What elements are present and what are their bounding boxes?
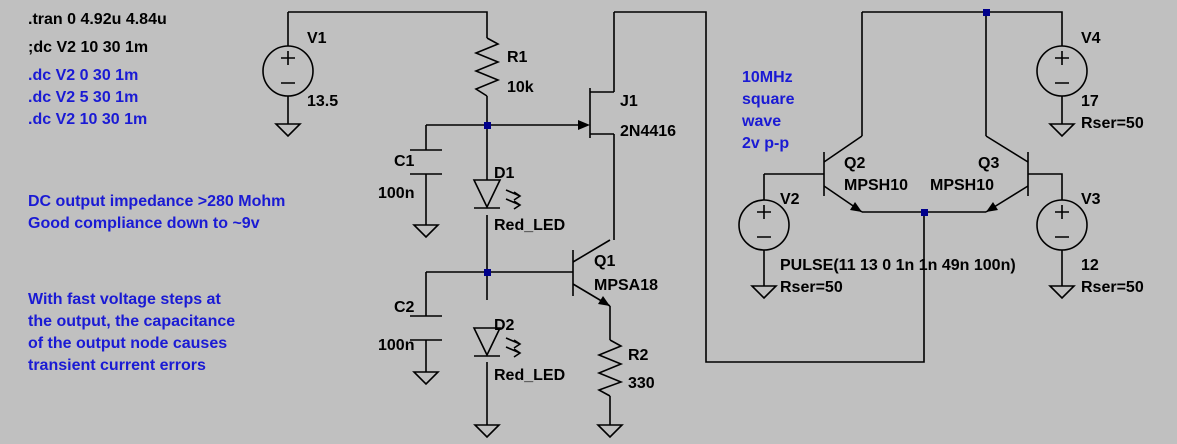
c1-value: 100n — [378, 185, 414, 202]
impedance-note-line[interactable]: DC output impedance >280 Mohm — [28, 193, 285, 210]
voltage-source-v1[interactable] — [262, 45, 314, 97]
r2-value: 330 — [628, 375, 655, 392]
v2-name: V2 — [780, 191, 800, 208]
r2-name: R2 — [628, 347, 649, 364]
dc-directive-commented[interactable]: ;dc V2 10 30 1m — [28, 39, 148, 56]
j1-value: 2N4416 — [620, 123, 676, 140]
c2-name: C2 — [394, 299, 415, 316]
ground-symbol — [274, 123, 302, 138]
ground-symbol — [412, 224, 440, 239]
v4-rser: Rser=50 — [1081, 115, 1144, 132]
dc-directive-line[interactable]: .dc V2 10 30 1m — [28, 111, 147, 128]
capacitor-c1[interactable] — [410, 149, 442, 175]
d1-value: Red_LED — [494, 217, 565, 234]
ground-symbol — [1048, 123, 1076, 138]
d1-name: D1 — [494, 165, 515, 182]
pulse-note-line[interactable]: 10MHz — [742, 69, 793, 86]
junction-dot — [484, 269, 491, 276]
junction-dot — [983, 9, 990, 16]
transistor-q1[interactable] — [572, 239, 611, 307]
q3-name: Q3 — [978, 155, 999, 172]
transient-note-line[interactable]: of the output node causes — [28, 335, 227, 352]
dc-directive-line[interactable]: .dc V2 0 30 1m — [28, 67, 138, 84]
j1-name: J1 — [620, 93, 638, 110]
wires-right — [763, 11, 1063, 286]
d2-name: D2 — [494, 317, 515, 334]
junction-dot — [921, 209, 928, 216]
ground-symbol — [596, 424, 624, 439]
v3-name: V3 — [1081, 191, 1101, 208]
c2-value: 100n — [378, 337, 414, 354]
ground-symbol — [1048, 285, 1076, 300]
capacitor-c2[interactable] — [410, 315, 442, 341]
v2-rser: Rser=50 — [780, 279, 843, 296]
q1-name: Q1 — [594, 253, 615, 270]
ground-symbol — [473, 424, 501, 439]
tran-directive[interactable]: .tran 0 4.92u 4.84u — [28, 11, 167, 28]
pulse-note-line[interactable]: 2v p-p — [742, 135, 789, 152]
transient-note-line[interactable]: With fast voltage steps at — [28, 291, 221, 308]
transient-note-line[interactable]: transient current errors — [28, 357, 206, 374]
dc-directive-line[interactable]: .dc V2 5 30 1m — [28, 89, 138, 106]
led-d1[interactable] — [472, 179, 522, 210]
ground-symbol — [750, 285, 778, 300]
pulse-note-line[interactable]: wave — [741, 113, 781, 130]
q1-value: MPSA18 — [594, 277, 658, 294]
r1-name: R1 — [507, 49, 528, 66]
c1-name: C1 — [394, 153, 415, 170]
v4-value: 17 — [1081, 93, 1099, 110]
ground-symbol — [412, 371, 440, 386]
transistor-q3[interactable] — [985, 135, 1029, 213]
q3-value: MPSH10 — [930, 177, 994, 194]
v2-value: PULSE(11 13 0 1n 1n 49n 100n) — [780, 257, 1016, 274]
q2-value: MPSH10 — [844, 177, 908, 194]
resistor-r2[interactable] — [596, 339, 624, 397]
transient-note-line[interactable]: the output, the capacitance — [28, 313, 235, 330]
v4-name: V4 — [1081, 30, 1101, 47]
transistor-q2[interactable] — [823, 135, 863, 213]
impedance-note-line[interactable]: Good compliance down to ~9v — [28, 215, 260, 232]
resistor-r1[interactable] — [473, 37, 501, 97]
q2-name: Q2 — [844, 155, 865, 172]
v3-value: 12 — [1081, 257, 1099, 274]
pulse-note-line[interactable]: square — [742, 91, 795, 108]
d2-value: Red_LED — [494, 367, 565, 384]
jfet-j1[interactable] — [578, 88, 614, 138]
voltage-source-v4[interactable] — [1036, 45, 1088, 97]
junction-dot — [484, 122, 491, 129]
wires-left — [287, 11, 925, 425]
voltage-source-v3[interactable] — [1036, 199, 1088, 251]
v1-value: 13.5 — [307, 93, 338, 110]
r1-value: 10k — [507, 79, 534, 96]
v3-rser: Rser=50 — [1081, 279, 1144, 296]
voltage-source-v2[interactable] — [738, 199, 790, 251]
led-d2[interactable] — [472, 327, 522, 358]
v1-name: V1 — [307, 30, 327, 47]
